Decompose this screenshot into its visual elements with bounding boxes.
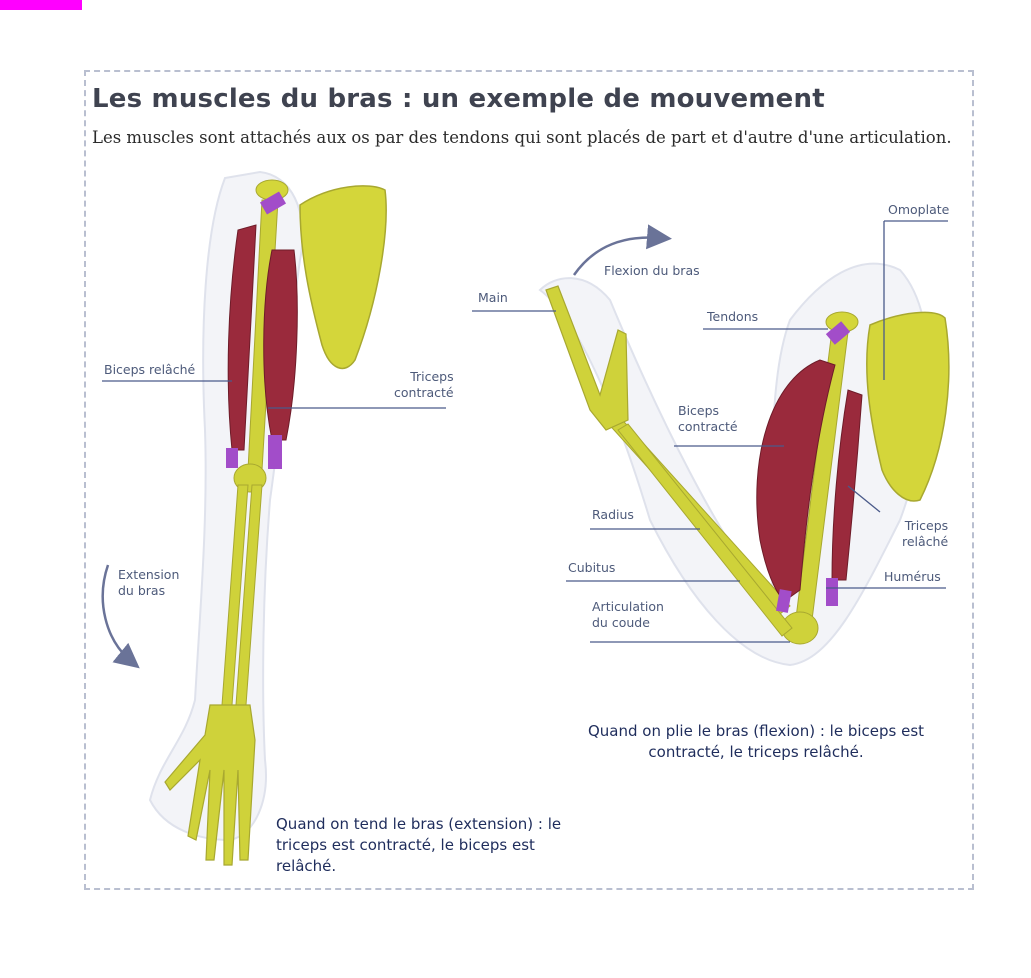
label-triceps-relache: Triceps relâché [902, 518, 948, 550]
caption-flexion: Quand on plie le bras (flexion) : le bic… [566, 721, 946, 763]
label-extension-du-bras: Extension du bras [118, 567, 179, 599]
label-humerus: Humérus [884, 569, 941, 585]
left-biceps-tendon-bottom [226, 448, 238, 468]
label-biceps-relache: Biceps relâché [104, 362, 195, 378]
label-cubitus: Cubitus [568, 560, 615, 576]
left-scapula [300, 186, 386, 369]
left-triceps-tendon-bottom [268, 435, 282, 469]
caption-extension: Quand on tend le bras (extension) : le t… [276, 814, 576, 877]
label-triceps-contracte: Triceps contracté [394, 369, 454, 401]
label-omoplate: Omoplate [888, 202, 949, 218]
left-triceps-contracted [264, 250, 298, 440]
extended-arm-illustration [150, 172, 386, 865]
label-biceps-contracte: Biceps contracté [678, 403, 738, 435]
label-radius: Radius [592, 507, 634, 523]
label-flexion-du-bras: Flexion du bras [604, 263, 700, 279]
label-main: Main [478, 290, 508, 306]
label-articulation-du-coude: Articulation du coude [592, 599, 664, 631]
right-triceps-tendon-bottom [826, 578, 838, 606]
label-tendons: Tendons [707, 309, 758, 325]
